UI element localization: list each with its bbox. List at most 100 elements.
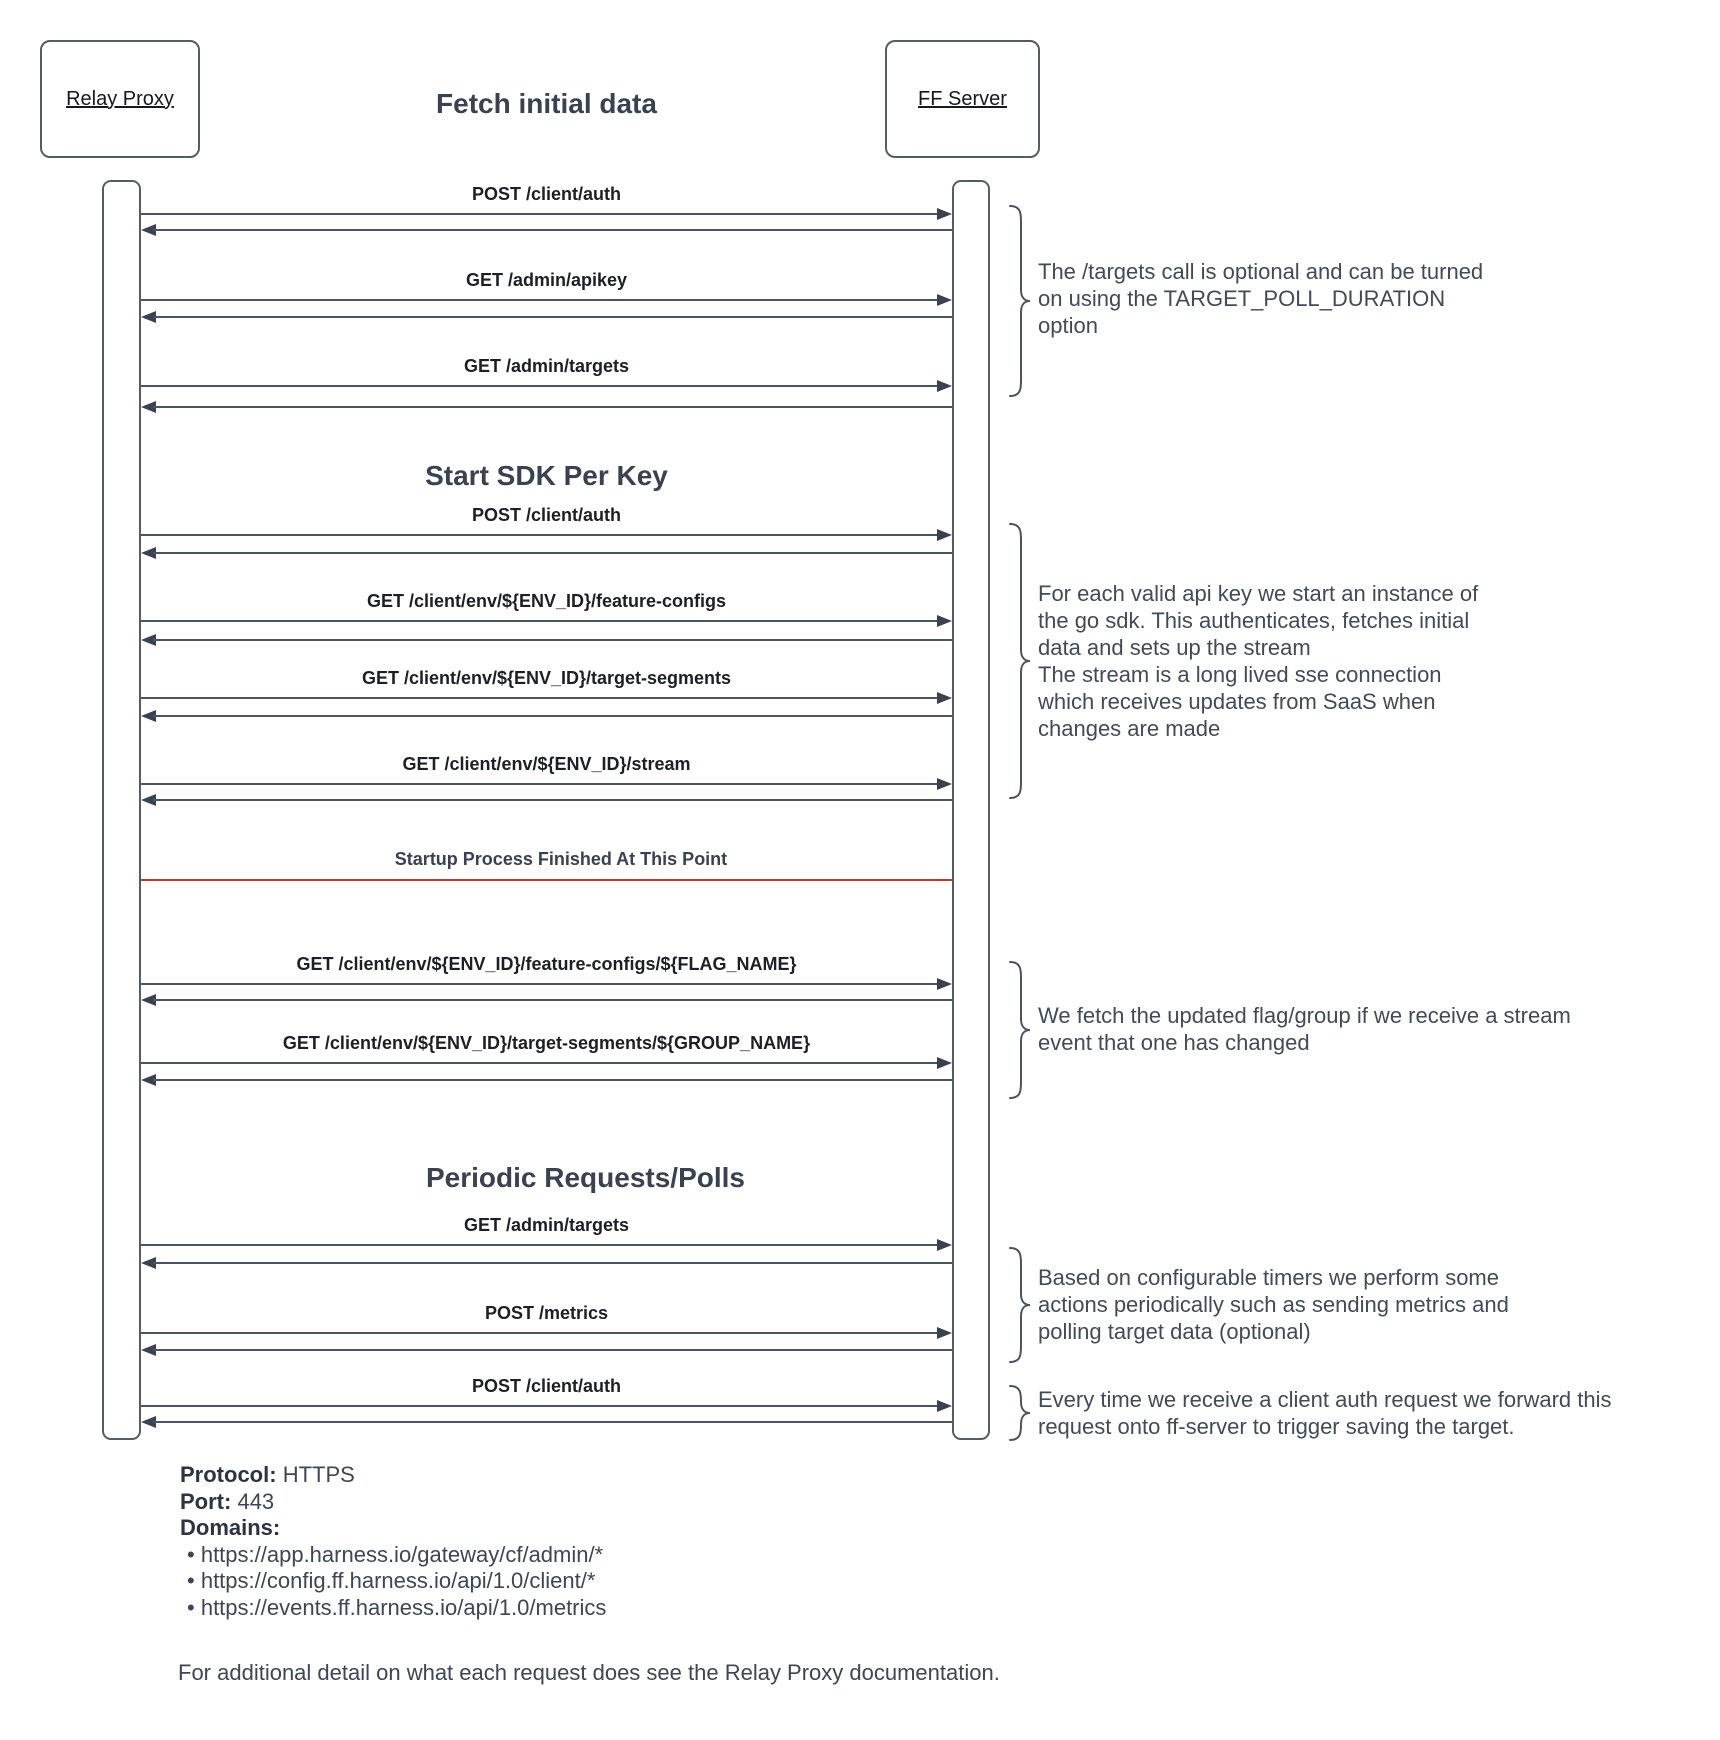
request-arrow (141, 1057, 952, 1069)
request-arrow (141, 615, 952, 627)
arrow-line (141, 1244, 940, 1246)
arrow-line (153, 229, 952, 231)
message-label: GET /admin/targets (463, 356, 630, 376)
arrowhead-right-icon (937, 1057, 952, 1069)
arrowhead-left-icon (141, 547, 156, 559)
actor-box-ff-server: FF Server (885, 40, 1040, 158)
port-label: Port: (180, 1488, 232, 1514)
response-arrow (141, 547, 952, 559)
message-label: GET /client/env/${ENV_ID}/feature-config… (366, 591, 727, 611)
arrow-line (141, 697, 940, 699)
annotation-brace (1009, 523, 1031, 799)
arrow-line (141, 783, 940, 785)
message-label: GET /admin/targets (463, 1215, 630, 1235)
arrow-line (153, 552, 952, 554)
arrow-line (141, 385, 940, 387)
arrow-line (153, 1079, 952, 1081)
response-arrow (141, 1344, 952, 1356)
message-label: POST /client/auth (471, 1376, 622, 1396)
activation-bar-ff-server (952, 180, 990, 1440)
actor-label-relay-proxy: Relay Proxy (66, 87, 174, 110)
connection-info: Protocol: HTTPS Port: 443 Domains: https… (180, 1462, 606, 1621)
response-arrow (141, 311, 952, 323)
arrow-line (153, 316, 952, 318)
message-label: GET /client/env/${ENV_ID}/target-segment… (282, 1033, 811, 1053)
annotation-note: Based on configurable timers we perform … (1038, 1265, 1509, 1344)
response-arrow (141, 634, 952, 646)
arrow-line (141, 620, 940, 622)
arrowhead-right-icon (937, 1400, 952, 1412)
response-arrow (141, 224, 952, 236)
arrowhead-right-icon (937, 615, 952, 627)
arrowhead-left-icon (141, 1074, 156, 1086)
annotation-note: Every time we receive a client auth requ… (1038, 1387, 1612, 1439)
actor-box-relay-proxy: Relay Proxy (40, 40, 200, 158)
request-arrow (141, 1327, 952, 1339)
arrow-line (141, 1405, 940, 1407)
arrowhead-right-icon (937, 380, 952, 392)
arrowhead-left-icon (141, 311, 156, 323)
arrow-line (153, 1262, 952, 1264)
section-title-periodic-requests-polls: Periodic Requests/Polls (426, 1162, 745, 1193)
arrowhead-right-icon (937, 294, 952, 306)
message-label: GET /client/env/${ENV_ID}/target-segment… (361, 668, 732, 688)
arrowhead-right-icon (937, 208, 952, 220)
arrowhead-right-icon (937, 529, 952, 541)
domain-url: https://app.harness.io/gateway/cf/admin/… (187, 1542, 606, 1569)
domains-label: Domains: (180, 1515, 281, 1540)
annotation-brace (1009, 961, 1031, 1099)
arrow-line (141, 983, 940, 985)
annotation-brace (1009, 1385, 1031, 1441)
arrowhead-left-icon (141, 1344, 156, 1356)
arrow-line (153, 999, 952, 1001)
message-label: POST /client/auth (471, 184, 622, 204)
section-title-fetch-initial-data: Fetch initial data (436, 88, 657, 119)
message-label: POST /metrics (484, 1303, 609, 1323)
arrow-line (141, 299, 940, 301)
response-arrow (141, 710, 952, 722)
request-arrow (141, 529, 952, 541)
response-arrow (141, 1257, 952, 1269)
arrow-line (141, 534, 940, 536)
arrowhead-right-icon (937, 778, 952, 790)
arrowhead-right-icon (937, 1239, 952, 1251)
response-arrow (141, 794, 952, 806)
message-label: GET /admin/apikey (465, 270, 628, 290)
message-label: POST /client/auth (471, 505, 622, 525)
request-arrow (141, 380, 952, 392)
request-arrow (141, 1239, 952, 1251)
actor-label-ff-server: FF Server (918, 87, 1007, 110)
arrow-line (141, 1332, 940, 1334)
arrowhead-right-icon (937, 978, 952, 990)
arrowhead-left-icon (141, 401, 156, 413)
port-line: Port: 443 (180, 1489, 606, 1516)
arrowhead-left-icon (141, 634, 156, 646)
request-arrow (141, 208, 952, 220)
annotation-brace (1009, 205, 1031, 397)
annotation-note: The /targets call is optional and can be… (1038, 259, 1484, 338)
request-arrow (141, 294, 952, 306)
arrowhead-left-icon (141, 1416, 156, 1428)
protocol-label: Protocol: (180, 1462, 277, 1487)
arrowhead-left-icon (141, 1257, 156, 1269)
port-value: 443 (237, 1488, 275, 1514)
arrowhead-left-icon (141, 224, 156, 236)
divider-line (141, 879, 952, 881)
arrow-line (153, 715, 952, 717)
domains-line: Domains: (180, 1515, 606, 1542)
message-label: GET /client/env/${ENV_ID}/stream (402, 754, 691, 774)
arrow-line (153, 639, 952, 641)
arrow-line (153, 406, 952, 408)
annotation-note: For each valid api key we start an insta… (1038, 581, 1479, 741)
arrowhead-right-icon (937, 1327, 952, 1339)
divider-label: Startup Process Finished At This Point (394, 849, 728, 869)
request-arrow (141, 778, 952, 790)
domain-url: https://config.ff.harness.io/api/1.0/cli… (187, 1568, 606, 1595)
response-arrow (141, 1074, 952, 1086)
arrowhead-right-icon (937, 692, 952, 704)
domain-url: https://events.ff.harness.io/api/1.0/met… (187, 1595, 607, 1622)
request-arrow (141, 1400, 952, 1412)
response-arrow (141, 1416, 952, 1428)
arrowhead-left-icon (141, 794, 156, 806)
